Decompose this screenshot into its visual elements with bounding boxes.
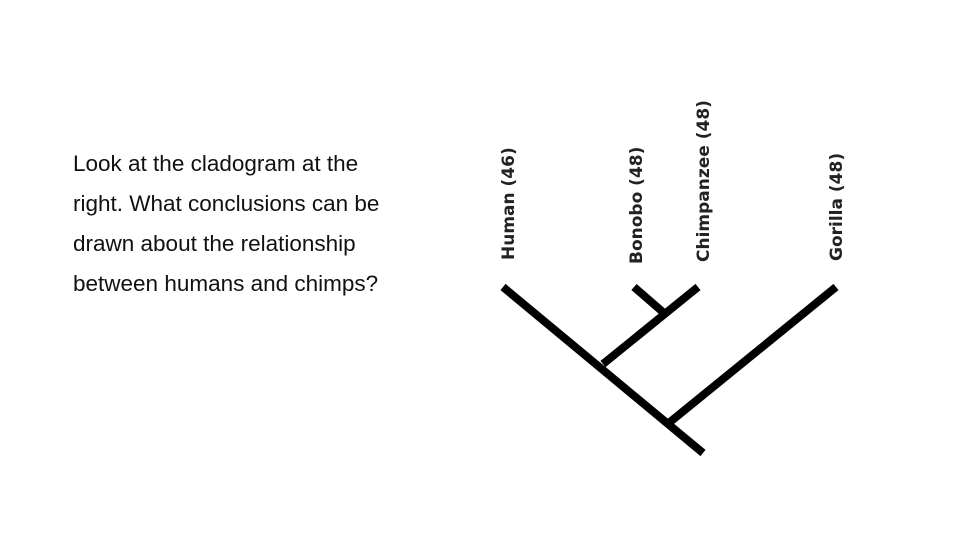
taxon-label-human: Human (46): [499, 147, 519, 260]
taxon-label-chimpanzee: Chimpanzee (48): [694, 100, 714, 262]
branch-gorilla-to-node: [667, 283, 839, 426]
question-line-4: between humans and chimps?: [73, 271, 379, 296]
taxon-label-gorilla: Gorilla (48): [827, 153, 847, 261]
branch-chimpanzee-to-node: [600, 283, 701, 368]
question-text: Look at the cladogram at the right. What…: [73, 144, 473, 304]
branch-human-to-root: [500, 283, 706, 457]
question-line-3: drawn about the relationship: [73, 231, 356, 256]
question-line-1: Look at the cladogram at the: [73, 151, 359, 176]
question-line-2: right. What conclusions can be: [73, 191, 380, 216]
branch-bonobo: [631, 283, 667, 317]
taxon-label-bonobo: Bonobo (48): [627, 147, 647, 264]
